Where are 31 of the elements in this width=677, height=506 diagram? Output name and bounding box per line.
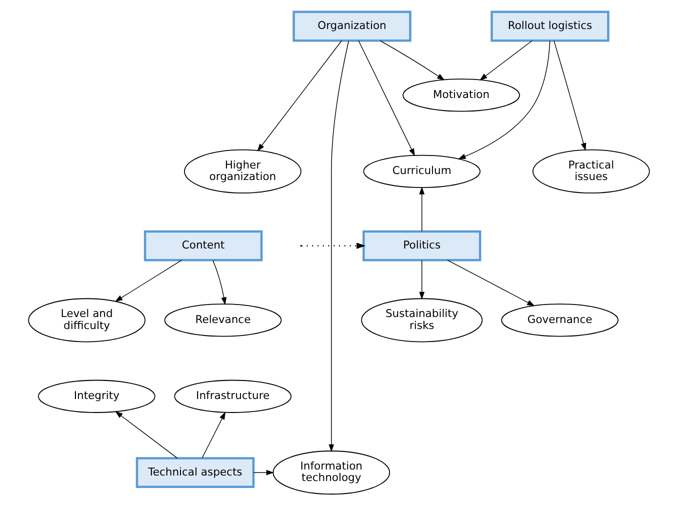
arrow	[114, 260, 182, 302]
node-ellipse: Information technology	[272, 450, 390, 495]
node-ellipse: Practical issues	[532, 149, 650, 194]
arrow	[553, 40, 586, 151]
arrow	[446, 260, 534, 306]
node-box: Content	[143, 230, 262, 262]
arrow	[418, 260, 424, 300]
arrow	[418, 186, 424, 232]
node-ellipse: Infrastructure	[174, 380, 292, 413]
arrow	[379, 40, 444, 80]
node-ellipse: Sustainability risks	[360, 298, 482, 342]
node-ellipse: Governance	[500, 304, 618, 337]
node-ellipse: Level and difficulty	[28, 298, 145, 342]
arrow	[358, 40, 414, 156]
node-box: Politics	[362, 230, 481, 262]
node-ellipse: Motivation	[402, 78, 520, 112]
arrow	[256, 40, 342, 152]
node-ellipse: Higher organization	[184, 149, 301, 194]
node-box: Technical aspects	[135, 457, 254, 488]
node-ellipse: Integrity	[38, 380, 155, 413]
arrow	[114, 411, 178, 459]
arrow	[201, 412, 226, 458]
arrow	[252, 470, 274, 476]
arrow	[328, 40, 349, 452]
node-box: Rollout logistics	[490, 10, 609, 42]
node-box: Organization	[292, 10, 411, 42]
arrow	[479, 40, 532, 80]
arrow	[300, 242, 366, 249]
node-ellipse: Relevance	[164, 304, 282, 337]
arrow	[212, 260, 226, 306]
arrow	[457, 40, 550, 160]
